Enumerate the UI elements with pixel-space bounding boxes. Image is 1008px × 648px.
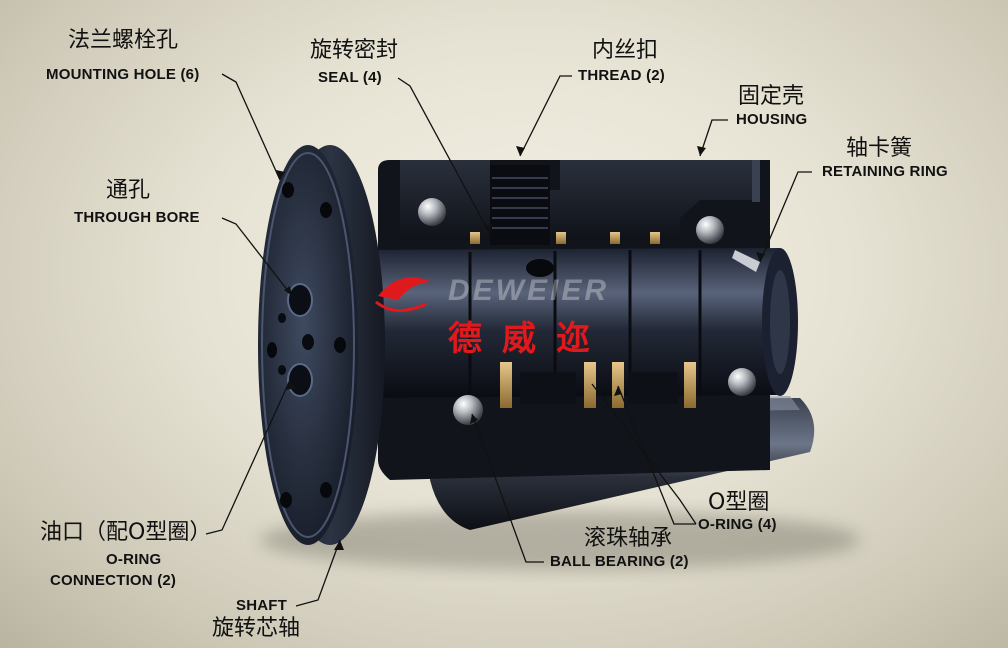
brand-logo-arc (375, 300, 427, 312)
retaining-ring-shape (732, 250, 760, 272)
mounting-hole-label-en: MOUNTING HOLE (6) (46, 66, 200, 83)
leader-retaining-ring (759, 171, 812, 263)
oring-label-en: O-RING (4) (698, 516, 777, 533)
leader-through-bore (221, 217, 293, 297)
leader-thread (519, 75, 572, 157)
mounting-hole-label-cn: 法兰螺栓孔 (68, 28, 179, 53)
housing-section (400, 160, 752, 240)
oring-connection-label-en-2: CONNECTION (2) (50, 572, 177, 589)
seal-label-en: SEAL (4) (318, 69, 382, 86)
ball-bearings (418, 198, 756, 425)
flange-face-edge (261, 152, 355, 538)
shaft-grooves (468, 250, 702, 396)
leader-shaft (295, 539, 341, 607)
ball-bearing-label-en: BALL BEARING (2) (550, 553, 689, 570)
shaft-label-cn: 旋转芯轴 (212, 616, 301, 641)
ground-shadow (260, 510, 860, 570)
retaining-ring-label-cn: 轴卡簧 (846, 136, 913, 161)
through-bore-label-en: THROUGH BORE (74, 209, 200, 226)
thread-label-en: THREAD (2) (578, 67, 665, 84)
seal-label-cn: 旋转密封 (310, 38, 399, 63)
brand-name-en: DEWEIER (448, 274, 610, 307)
retaining-ring-label-en: RETAINING RING (822, 163, 948, 180)
leader-housing (699, 119, 728, 157)
shaft-label-en: SHAFT (236, 597, 287, 614)
ball-bearing-label-cn: 滚珠轴承 (584, 526, 673, 551)
leader-ball-bearing (471, 413, 544, 563)
leader-oring-1 (617, 385, 696, 525)
leader-seal (397, 77, 491, 235)
leader-lines (205, 73, 812, 607)
housing-label-cn: 固定壳 (738, 84, 805, 109)
seal-chambers-bottom (500, 362, 696, 408)
leader-arrowheads (276, 146, 765, 550)
shaft-end-inner (770, 270, 790, 374)
brand-name-cn: 德威迩 (448, 319, 610, 359)
oring-connection-label-en-1: O-RING (106, 551, 162, 568)
oring-label-cn: O型圈 (708, 490, 770, 515)
flange-holes (267, 182, 346, 508)
leader-oring-connection (205, 379, 291, 535)
housing-edge (752, 160, 760, 202)
through-bore-label-cn: 通孔 (106, 178, 151, 203)
housing-label-en: HOUSING (736, 111, 808, 128)
leader-mounting-hole (221, 73, 281, 181)
thread-label-cn: 内丝扣 (592, 38, 659, 63)
oring-connection-label-cn: 油口（配O型圈） (40, 520, 212, 545)
shaft-body (350, 248, 790, 398)
shaft-port-hole (526, 259, 554, 277)
thread-lines (492, 177, 548, 229)
seal-rings-top (470, 232, 660, 244)
brand-logo-swoosh (378, 277, 432, 300)
leader-oring-2 (591, 383, 697, 525)
